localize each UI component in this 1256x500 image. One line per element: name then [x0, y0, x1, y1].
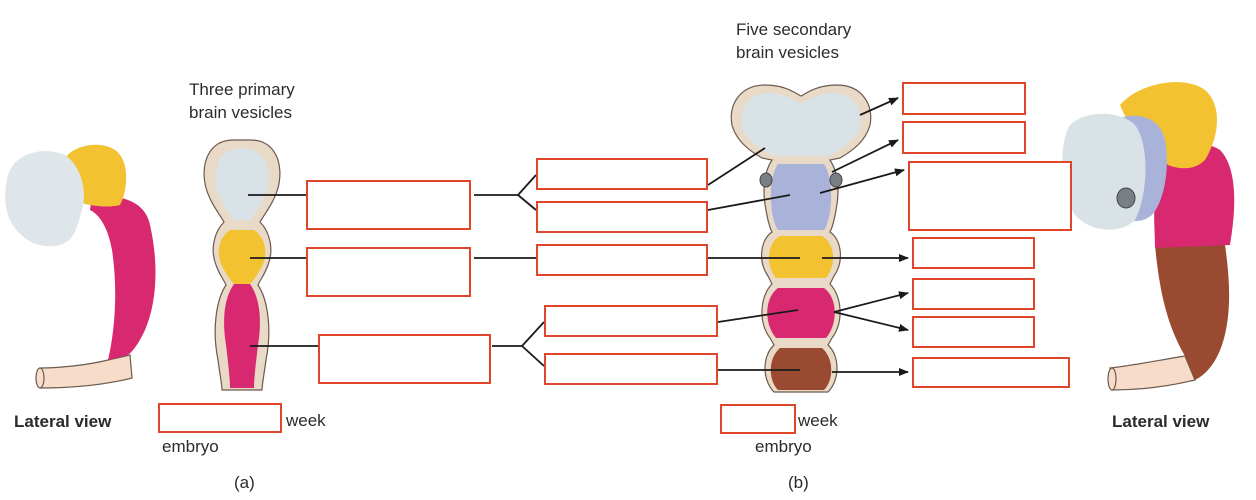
secondary-vesicles-tube [730, 84, 872, 393]
label-box-primary-midbrain[interactable] [306, 247, 471, 297]
primary-midbrain [218, 230, 266, 284]
label-box-adult-diencephalon[interactable] [908, 161, 1072, 231]
lateral-view-b-illustration [1062, 82, 1235, 391]
label-box-adult-medulla[interactable] [912, 357, 1070, 388]
label-box-adult-pons[interactable] [912, 278, 1035, 310]
label-box-telencephalon[interactable] [536, 158, 708, 190]
label-box-adult-cerebrum[interactable] [902, 82, 1026, 115]
lateral-a-spinal-cord [39, 354, 133, 389]
lateral-a-forebrain [5, 151, 85, 247]
lateral-view-label-b: Lateral view [1112, 412, 1210, 431]
secondary-vesicles-heading-line2: brain vesicles [736, 43, 839, 62]
lateral-b-mesencephalon [1120, 82, 1218, 169]
label-box-week-a[interactable] [158, 403, 282, 433]
embryo-label-a: embryo [162, 437, 219, 456]
secondary-myelencephalon [770, 348, 832, 390]
primary-vesicles-heading-line2: brain vesicles [189, 103, 292, 122]
label-box-adult-cerebellum[interactable] [912, 316, 1035, 348]
secondary-mesencephalon [768, 236, 834, 278]
lateral-a-hindbrain [90, 195, 156, 360]
label-box-metencephalon[interactable] [544, 305, 718, 337]
week-label-b: week [798, 411, 838, 430]
caption-b: (b) [788, 473, 809, 492]
lateral-b-myelencephalon [1155, 245, 1230, 380]
secondary-metencephalon [767, 288, 835, 338]
lateral-b-optic-cup [1116, 187, 1136, 209]
label-box-diencephalon[interactable] [536, 201, 708, 233]
lateral-b-metencephalon [1154, 144, 1235, 248]
leader-lines-b [707, 97, 909, 376]
embryo-label-b: embryo [755, 437, 812, 456]
primary-vesicles-heading-line1: Three primary [189, 80, 295, 99]
label-box-mesencephalon[interactable] [536, 244, 708, 276]
primary-hindbrain [224, 284, 260, 388]
label-box-week-b[interactable] [720, 404, 796, 434]
lateral-view-a-illustration [5, 144, 156, 389]
caption-a: (a) [234, 473, 255, 492]
primary-vesicles-tube [203, 139, 281, 391]
optic-cup-left [759, 172, 773, 188]
optic-cup-right [829, 172, 843, 188]
lateral-view-label-a: Lateral view [14, 412, 112, 431]
label-box-adult-eye[interactable] [902, 121, 1026, 154]
leader-lines-a [248, 174, 545, 367]
week-label-a: week [286, 411, 326, 430]
secondary-telencephalon [741, 93, 861, 156]
secondary-diencephalon [770, 164, 832, 230]
lateral-b-telencephalon [1062, 113, 1146, 230]
label-box-primary-hindbrain[interactable] [318, 334, 491, 384]
label-box-adult-midbrain[interactable] [912, 237, 1035, 269]
lateral-b-spinal-cord [1109, 355, 1196, 391]
primary-forebrain [215, 148, 269, 220]
label-box-myelencephalon[interactable] [544, 353, 718, 385]
secondary-vesicles-heading-line1: Five secondary [736, 20, 852, 39]
label-box-primary-forebrain[interactable] [306, 180, 471, 230]
